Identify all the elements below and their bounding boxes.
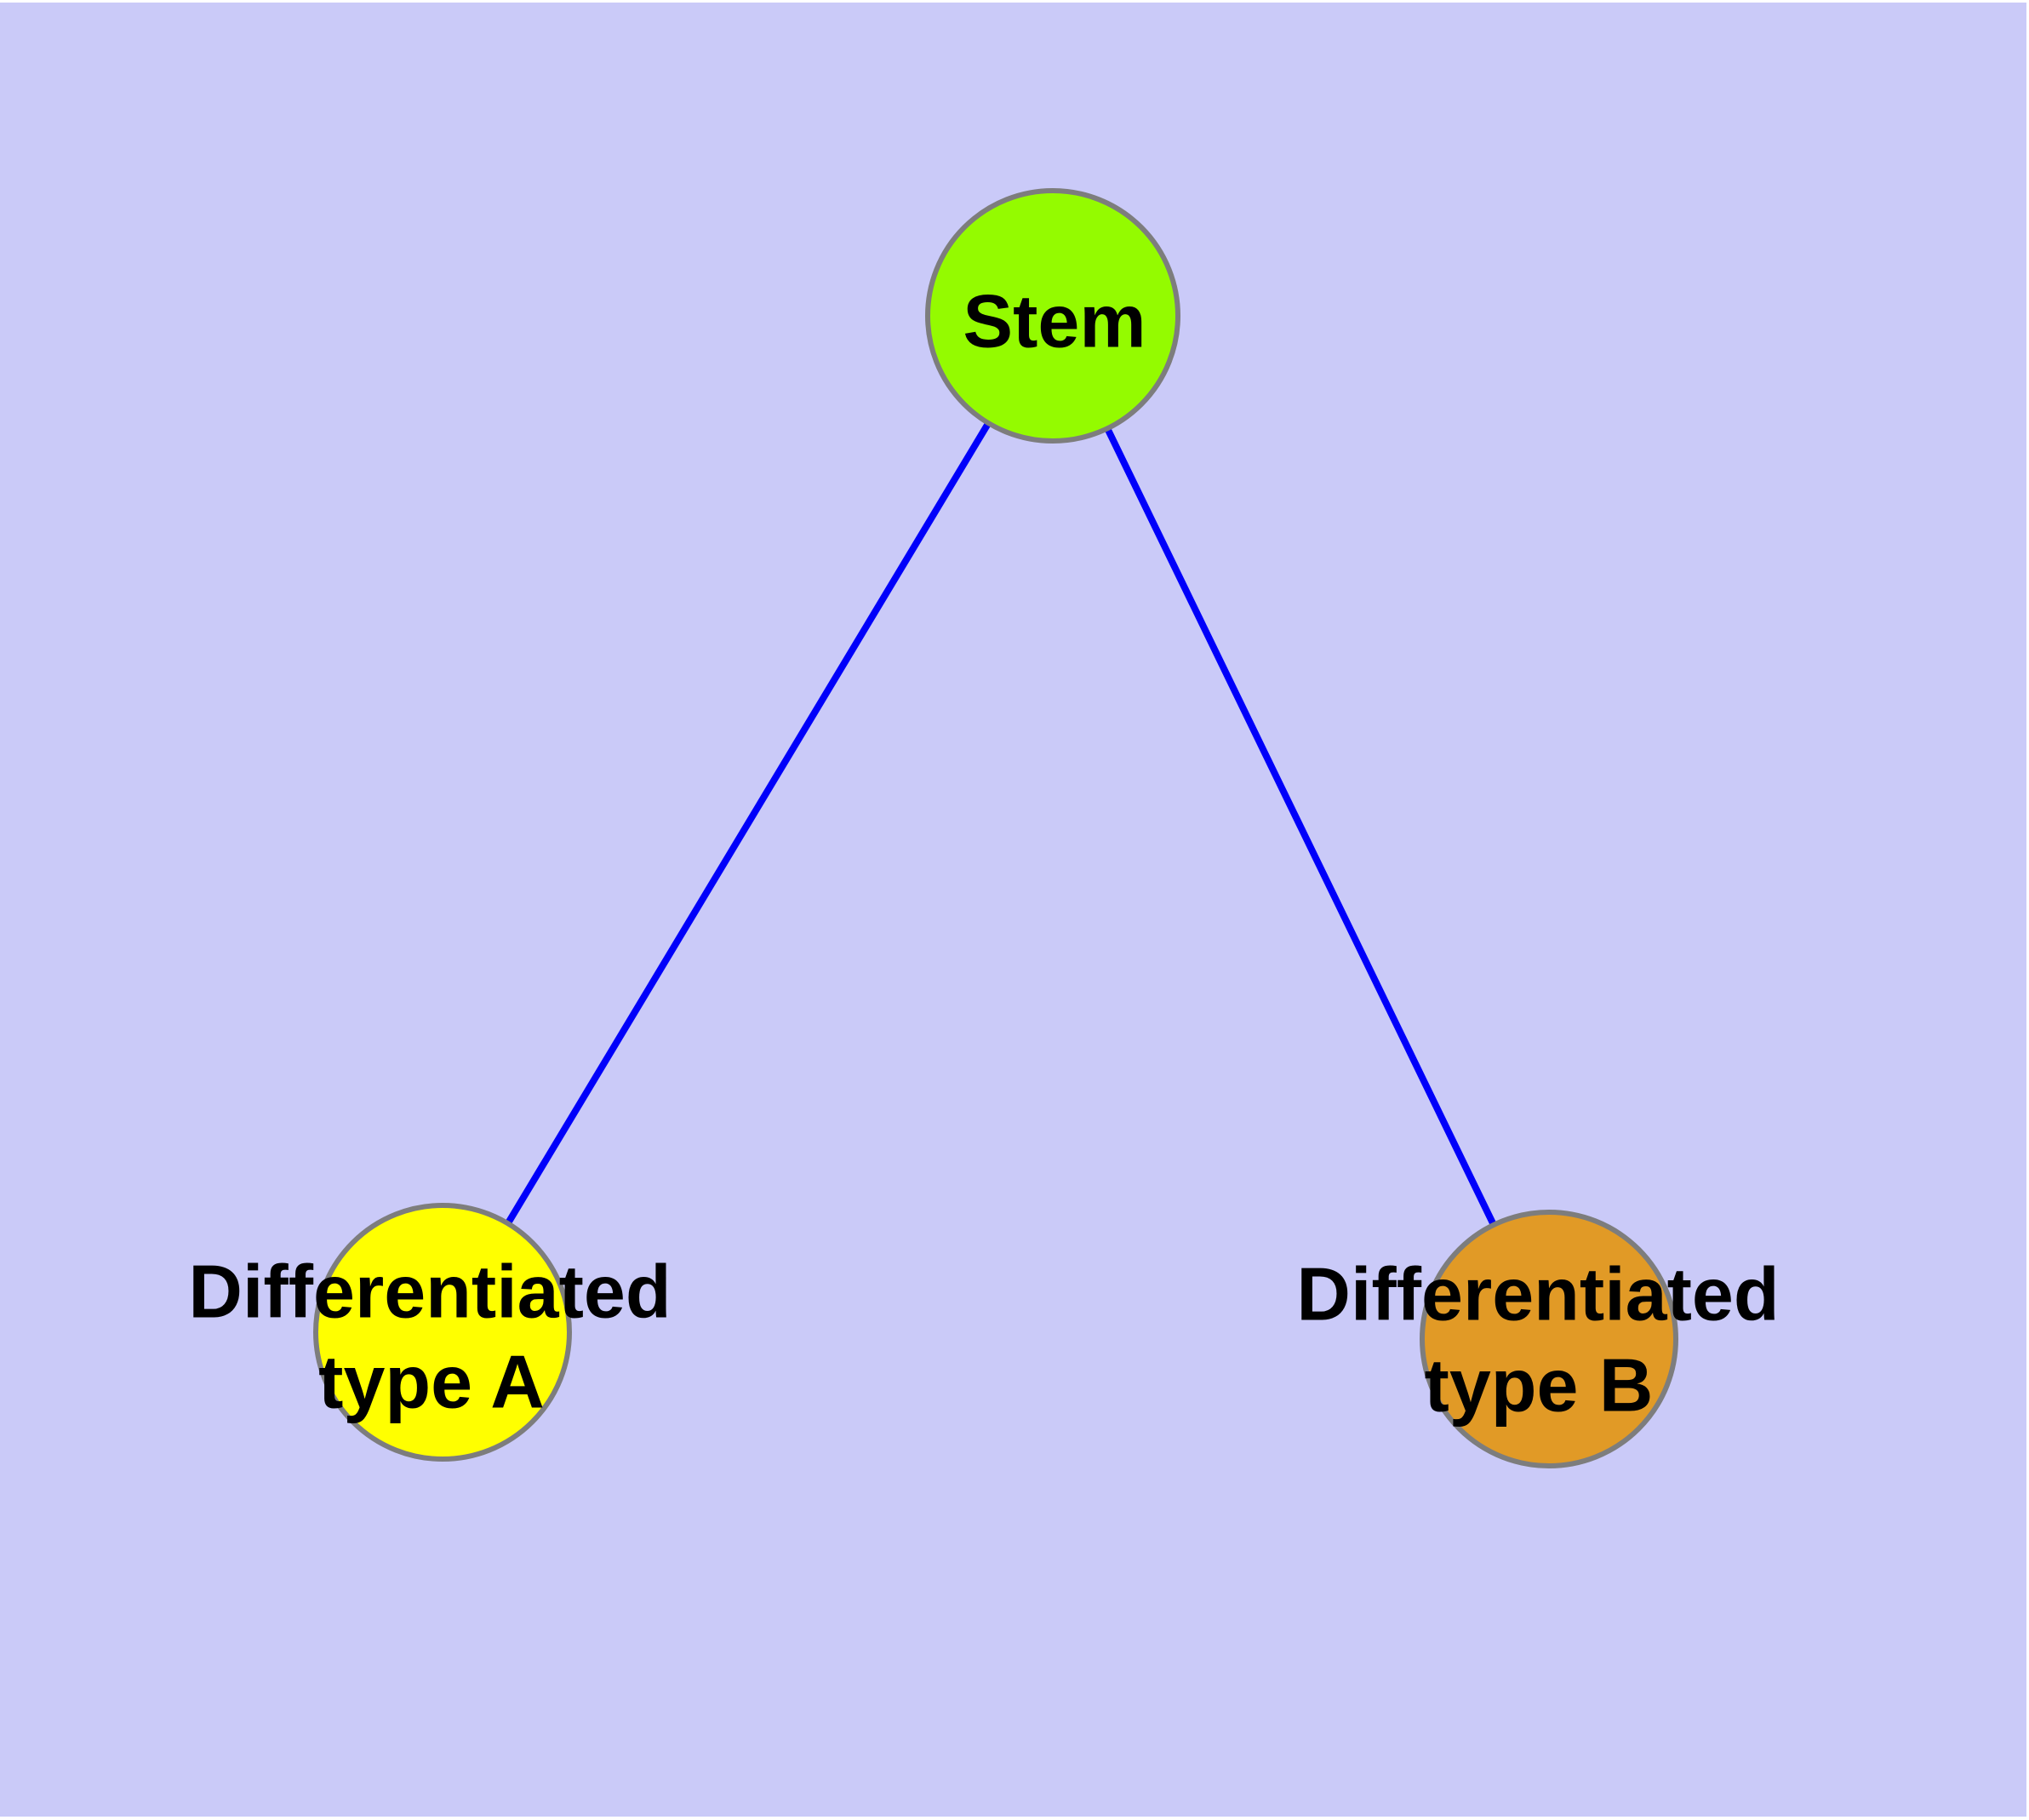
node-label-type-b-line2: type B bbox=[1425, 1343, 1654, 1428]
node-label-type-a-line2: type A bbox=[318, 1340, 545, 1424]
node-label-stem: Stem bbox=[963, 279, 1146, 363]
node-differentiated-type-a bbox=[313, 1203, 572, 1462]
node-stem bbox=[925, 188, 1180, 444]
edge-stem-to-type-a bbox=[439, 313, 1056, 1335]
edge-stem-to-type-b bbox=[1049, 314, 1552, 1341]
node-label-type-b-line1: Differentiated bbox=[1296, 1252, 1779, 1336]
node-label-type-a-line1: Differentiated bbox=[188, 1250, 671, 1334]
node-differentiated-type-b bbox=[1420, 1210, 1678, 1468]
